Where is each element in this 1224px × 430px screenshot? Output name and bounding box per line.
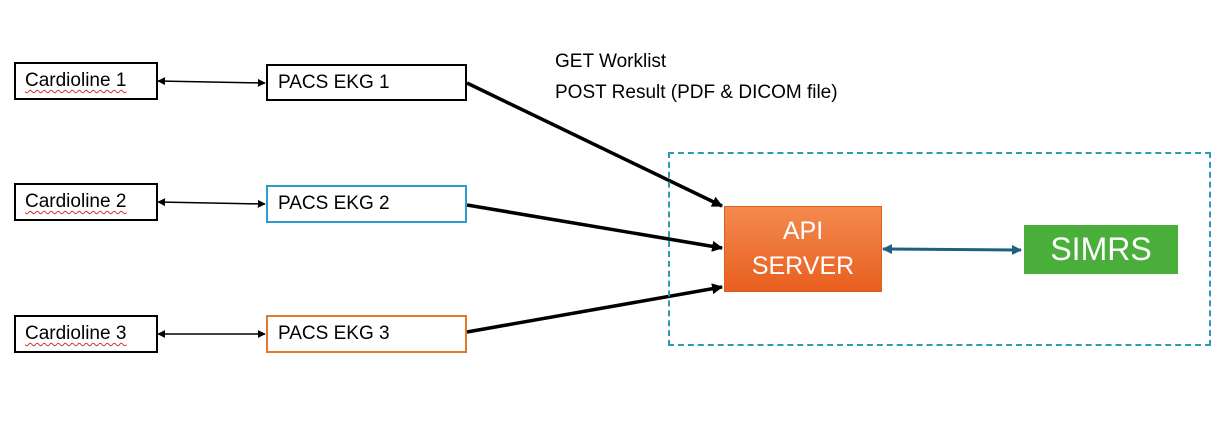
api-server-label-line2: SERVER [751,252,855,280]
link-cardioline2-pacs2 [157,198,266,208]
cardioline-3-label: Cardioline 3 [25,323,127,344]
link-cardioline1-pacs1 [157,77,266,87]
cardioline-2-label: Cardioline 2 [25,191,127,212]
pacs-ekg-3-label: PACS EKG 3 [278,323,390,344]
pacs-ekg-1-label: PACS EKG 1 [278,71,390,93]
cardioline-3-box: Cardioline 3 [14,315,158,353]
server-zone-boundary [668,152,1211,346]
annotation-get-worklist: GET Worklist [555,51,667,72]
api-server-label-line1: API [782,217,824,245]
arrow-pacs1-api [466,81,723,208]
arrow-pacs3-api [466,283,724,334]
pacs-ekg-1-box: PACS EKG 1 [266,64,467,101]
annotation-post-result: POST Result (PDF & DICOM file) [555,82,838,103]
arrow-pacs2-api [466,203,724,252]
link-api-simrs [882,244,1022,255]
cardioline-1-box: Cardioline 1 [14,62,158,100]
cardioline-1-label: Cardioline 1 [25,70,127,91]
cardioline-2-box: Cardioline 2 [14,183,158,221]
pacs-ekg-2-label: PACS EKG 2 [278,193,390,214]
pacs-ekg-3-box: PACS EKG 3 [266,315,467,353]
simrs-box: SIMRS [1024,225,1178,274]
api-server-box: API SERVER [724,206,882,292]
pacs-ekg-2-box: PACS EKG 2 [266,185,467,223]
simrs-label: SIMRS [1050,231,1152,267]
